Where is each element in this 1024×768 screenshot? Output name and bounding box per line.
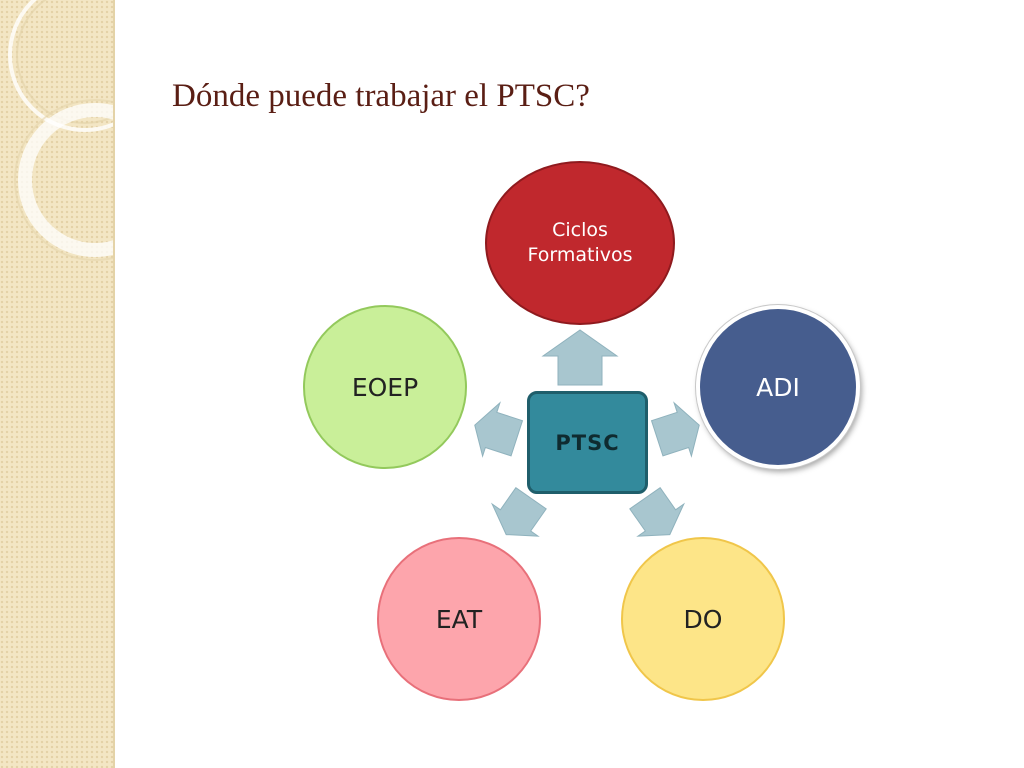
arrow-to-adi [650, 401, 700, 458]
node-do-label: DO [683, 604, 723, 634]
arrow-to-do [629, 486, 686, 537]
node-eoep-label: EOEP [351, 372, 419, 402]
decorative-rings [8, 0, 113, 261]
node-ciclos-label-line1: Ciclos [552, 219, 608, 242]
node-ciclos-formativos: Ciclos Formativos [485, 161, 675, 325]
center-node-ptsc: PTSC [527, 391, 648, 494]
node-do: DO [621, 537, 785, 701]
arrow-to-ciclos [541, 329, 619, 386]
decorative-sidebar [0, 0, 115, 768]
node-eat-label: EAT [435, 604, 483, 634]
node-adi-label: ADI [756, 372, 800, 402]
node-eoep: EOEP [303, 305, 467, 469]
node-ciclos-label-line2: Formativos [527, 244, 633, 266]
center-node-label: PTSC [555, 430, 620, 455]
node-adi: ADI [696, 305, 860, 469]
arrow-to-eat [490, 486, 547, 537]
slide-title: Dónde puede trabajar el PTSC? [172, 78, 590, 114]
node-eat: EAT [377, 537, 541, 701]
arrow-to-eoep [474, 401, 524, 458]
